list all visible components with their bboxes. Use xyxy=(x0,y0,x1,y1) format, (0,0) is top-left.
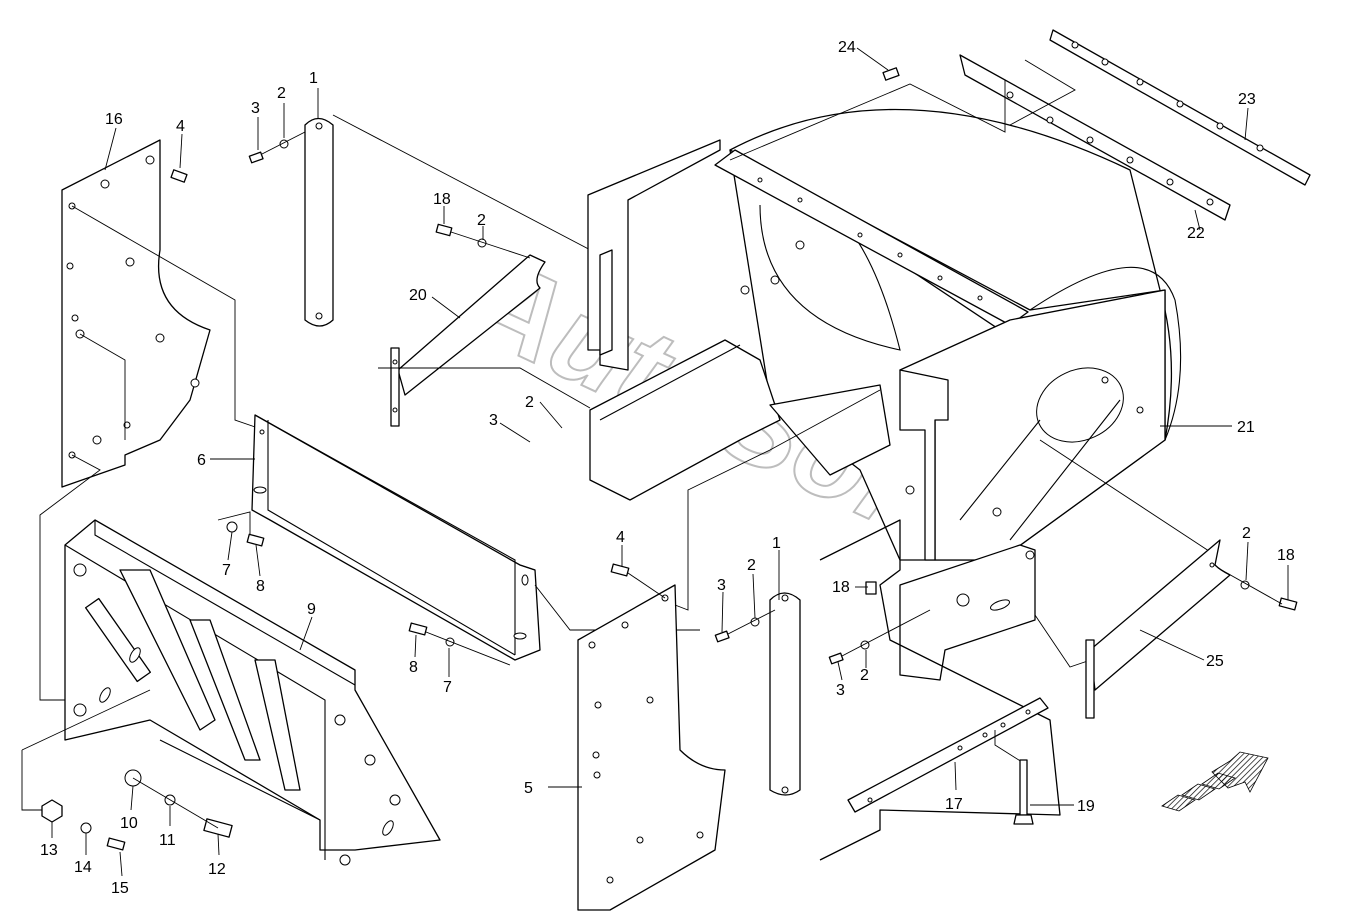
callout-21: 21 xyxy=(1237,419,1255,436)
callout-23: 23 xyxy=(1238,91,1256,108)
callout-9: 9 xyxy=(307,601,316,618)
callout-15: 15 xyxy=(111,880,129,897)
part-21-main-housing xyxy=(587,108,1216,681)
callout-5: 5 xyxy=(524,780,533,797)
direction-arrow-icon xyxy=(1161,751,1269,812)
callout-2: 2 xyxy=(277,85,286,102)
right-lower-panel xyxy=(819,519,1061,861)
callout-18: 18 xyxy=(832,579,850,596)
fastener-18-mid xyxy=(865,581,877,595)
callout-17: 17 xyxy=(945,796,963,813)
part-23-bar xyxy=(1049,29,1311,186)
callout-2: 2 xyxy=(525,394,534,411)
part-1-upper-strip xyxy=(304,114,601,327)
leader-lines xyxy=(51,47,1289,877)
part-6-channel xyxy=(251,414,700,661)
callout-11: 11 xyxy=(159,832,176,849)
part-16-left-panel xyxy=(39,139,259,701)
callout-13: 13 xyxy=(40,842,58,859)
fastener-7-8-left xyxy=(217,511,265,547)
callout-18: 18 xyxy=(433,191,451,208)
callout-8: 8 xyxy=(409,659,418,676)
part-5-center-panel xyxy=(577,389,881,911)
callout-16: 16 xyxy=(105,111,123,128)
fastener-3-2-right xyxy=(828,609,931,665)
callout-3: 3 xyxy=(489,412,498,429)
callout-7: 7 xyxy=(222,562,231,579)
fastener-12-bolt xyxy=(132,777,233,838)
part-17-flat-bar xyxy=(847,697,1049,813)
part-22-strip xyxy=(729,54,1231,221)
callout-24: 24 xyxy=(838,39,856,56)
callout-4: 4 xyxy=(176,118,185,135)
fastener-15-bolt xyxy=(106,837,126,851)
callout-2: 2 xyxy=(860,667,869,684)
callout-3: 3 xyxy=(836,682,845,699)
part-1-lower-strip xyxy=(714,592,801,796)
callout-14: 14 xyxy=(74,859,92,876)
part-20-angle-bracket xyxy=(378,223,591,427)
callout-2: 2 xyxy=(477,212,486,229)
fastener-14-washer xyxy=(80,822,92,834)
callout-7: 7 xyxy=(443,679,452,696)
callout-4: 4 xyxy=(616,529,625,546)
callout-labels: 1 2 3 16 4 18 2 20 2 3 24 23 22 21 6 7 8… xyxy=(40,39,1295,897)
callout-1: 1 xyxy=(309,70,318,87)
callout-6: 6 xyxy=(197,452,206,469)
fastener-13-nut xyxy=(41,799,63,823)
fastener-4-upper xyxy=(170,169,188,183)
fastener-24 xyxy=(882,67,900,81)
part-25-right-bracket xyxy=(1085,539,1298,719)
fastener-19-bolt xyxy=(1013,759,1034,825)
fastener-3-and-2-upper xyxy=(248,131,306,164)
callout-3: 3 xyxy=(251,100,260,117)
callout-19: 19 xyxy=(1077,798,1095,815)
callout-18: 18 xyxy=(1277,547,1295,564)
callout-1: 1 xyxy=(772,535,781,552)
fastener-8-7-right xyxy=(408,622,511,666)
callout-25: 25 xyxy=(1206,653,1224,670)
part-9-front-frame xyxy=(21,519,441,866)
callout-10: 10 xyxy=(120,815,138,832)
callout-2: 2 xyxy=(1242,525,1251,542)
callout-2: 2 xyxy=(747,557,756,574)
callout-3: 3 xyxy=(717,577,726,594)
callout-22: 22 xyxy=(1187,225,1205,242)
callout-12: 12 xyxy=(208,861,226,878)
callout-8: 8 xyxy=(256,578,265,595)
callout-20: 20 xyxy=(409,287,427,304)
